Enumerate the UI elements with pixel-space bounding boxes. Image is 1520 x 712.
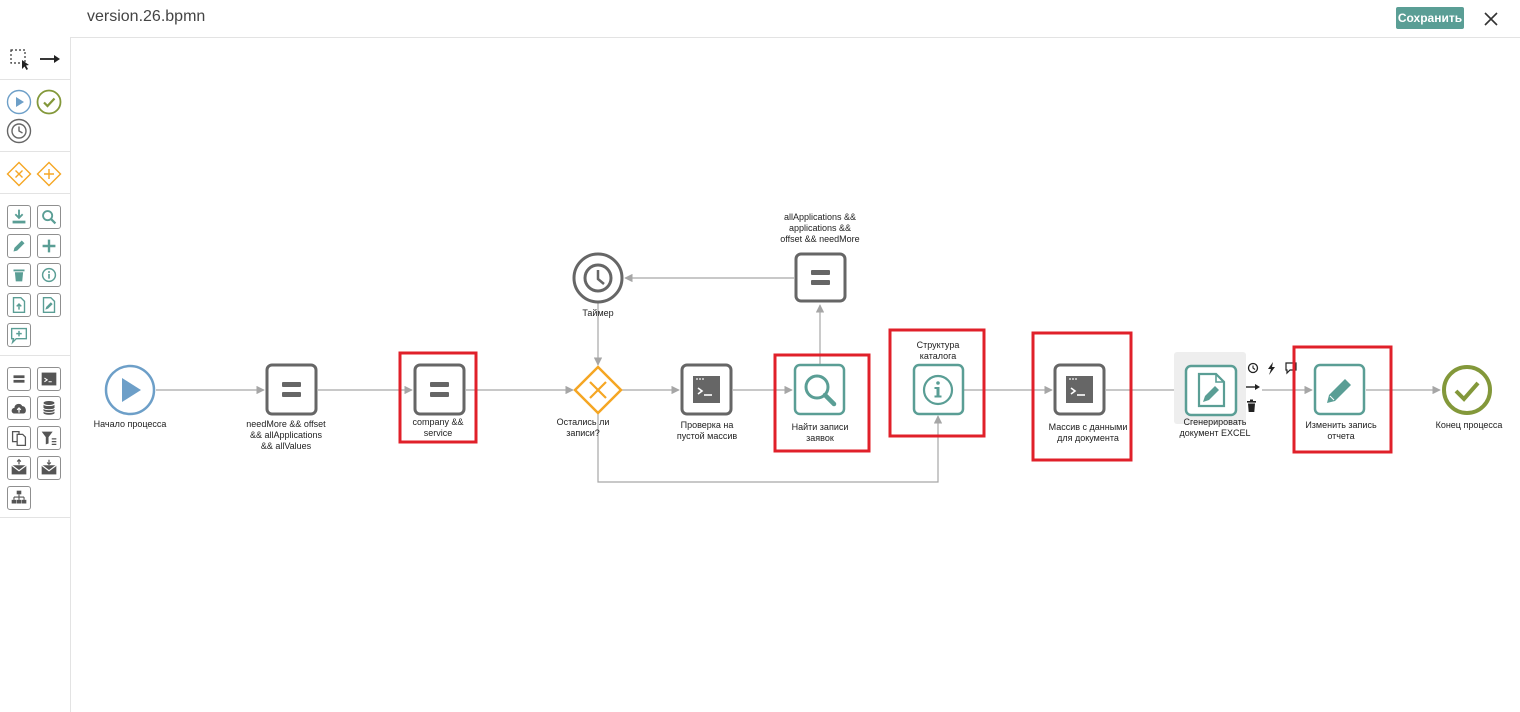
search-icon xyxy=(804,374,837,407)
pencil-icon xyxy=(1327,379,1351,403)
script-task-icon xyxy=(811,270,830,285)
trash-icon[interactable] xyxy=(1247,399,1256,413)
timer-event[interactable] xyxy=(572,252,624,304)
label-task-top: allApplications && applications && offse… xyxy=(780,212,860,244)
highlight-frames xyxy=(398,328,1393,462)
download-task-icon[interactable] xyxy=(7,205,31,229)
highlight-script2 xyxy=(1031,331,1133,462)
sequence-flows xyxy=(156,273,1441,483)
label-timer: Таймер xyxy=(582,308,614,318)
diagram-canvas[interactable]: Начало процесса needMore && offset && al… xyxy=(71,38,1520,712)
x-icon xyxy=(589,381,607,399)
label-info: Структура каталога xyxy=(916,340,960,361)
document-title: version.26.bpmn xyxy=(87,8,206,25)
script-task-needmore[interactable] xyxy=(265,363,318,416)
sign-document-icon xyxy=(1197,372,1226,408)
cloud-upload-task-icon[interactable] xyxy=(7,396,31,420)
exclusive-gateway[interactable] xyxy=(573,365,623,415)
header-bar: version.26.bpmn Сохранить xyxy=(0,0,1520,38)
script-task-icon[interactable] xyxy=(7,367,31,391)
start-event-icon[interactable] xyxy=(6,89,32,115)
console-icon xyxy=(693,376,720,403)
database-task-icon[interactable] xyxy=(37,396,61,420)
console-task-document-data[interactable] xyxy=(1053,363,1106,416)
flow-gateway-info[interactable] xyxy=(597,414,943,483)
edit-task-update-report[interactable] xyxy=(1313,363,1366,416)
palette xyxy=(0,37,71,712)
send-mail-task-icon[interactable] xyxy=(7,456,31,480)
end-event[interactable] xyxy=(1442,365,1492,415)
bolt-icon[interactable] xyxy=(1268,362,1275,375)
start-event[interactable] xyxy=(104,364,156,416)
script-task-icon xyxy=(282,382,301,397)
subprocess-task-icon[interactable] xyxy=(7,486,31,510)
label-task1: needMore && offset && allApplications &&… xyxy=(246,419,326,451)
context-pad xyxy=(1246,362,1297,413)
exclusive-gateway-icon[interactable] xyxy=(6,161,32,187)
label-script2: Массив с данными для документа xyxy=(1048,422,1128,443)
close-icon[interactable] xyxy=(1481,9,1501,29)
delete-task-icon[interactable] xyxy=(7,263,31,287)
arrow-icon[interactable] xyxy=(1246,384,1260,390)
connect-tool-icon[interactable] xyxy=(38,47,62,71)
add-task-icon[interactable] xyxy=(37,234,61,258)
highlight-info xyxy=(888,328,986,438)
document-task-generate-excel[interactable] xyxy=(1174,352,1246,424)
clock-icon[interactable] xyxy=(1247,362,1259,374)
info-task-icon[interactable] xyxy=(37,263,61,287)
label-search: Найти записи заявок xyxy=(791,422,849,443)
end-event-icon[interactable] xyxy=(36,89,62,115)
highlight-search xyxy=(773,353,871,453)
console-task-empty-check[interactable] xyxy=(680,363,733,416)
label-edit: Изменить запись отчета xyxy=(1305,420,1377,441)
upload-document-task-icon[interactable] xyxy=(7,293,31,317)
edit-task-icon[interactable] xyxy=(7,234,31,258)
copy-task-icon[interactable] xyxy=(7,426,31,450)
highlight-edit xyxy=(1292,345,1393,454)
clock-icon xyxy=(583,263,613,293)
search-task-icon[interactable] xyxy=(37,205,61,229)
info-icon xyxy=(922,374,954,406)
script-task-icon xyxy=(430,382,449,397)
lasso-tool-icon[interactable] xyxy=(8,47,32,71)
timer-event-icon[interactable] xyxy=(6,118,32,144)
check-icon xyxy=(1454,381,1480,402)
message-task-icon[interactable] xyxy=(7,323,31,347)
script-task-allapplications[interactable] xyxy=(794,252,847,303)
highlight-task2 xyxy=(398,351,478,444)
label-end: Конец процесса xyxy=(1435,420,1503,430)
label-excel: Сгенерировать документ EXCEL xyxy=(1179,417,1251,438)
sign-document-task-icon[interactable] xyxy=(37,293,61,317)
search-task-find-applications[interactable] xyxy=(793,363,846,416)
save-button[interactable]: Сохранить xyxy=(1396,7,1464,29)
info-task-catalog-structure[interactable] xyxy=(912,363,965,416)
label-gateway: Остались ли записи? xyxy=(556,417,610,438)
label-start: Начало процесса xyxy=(93,419,167,429)
script-task-company-service[interactable] xyxy=(413,363,466,416)
diagram-svg xyxy=(104,252,1492,483)
label-script1: Проверка на пустой массив xyxy=(676,420,738,441)
console-task-icon[interactable] xyxy=(37,367,61,391)
receive-mail-task-icon[interactable] xyxy=(37,456,61,480)
parallel-gateway-icon[interactable] xyxy=(36,161,62,187)
label-task2: company && service xyxy=(412,417,464,438)
filter-task-icon[interactable] xyxy=(37,426,61,450)
play-icon xyxy=(122,378,141,402)
console-icon xyxy=(1066,376,1093,403)
